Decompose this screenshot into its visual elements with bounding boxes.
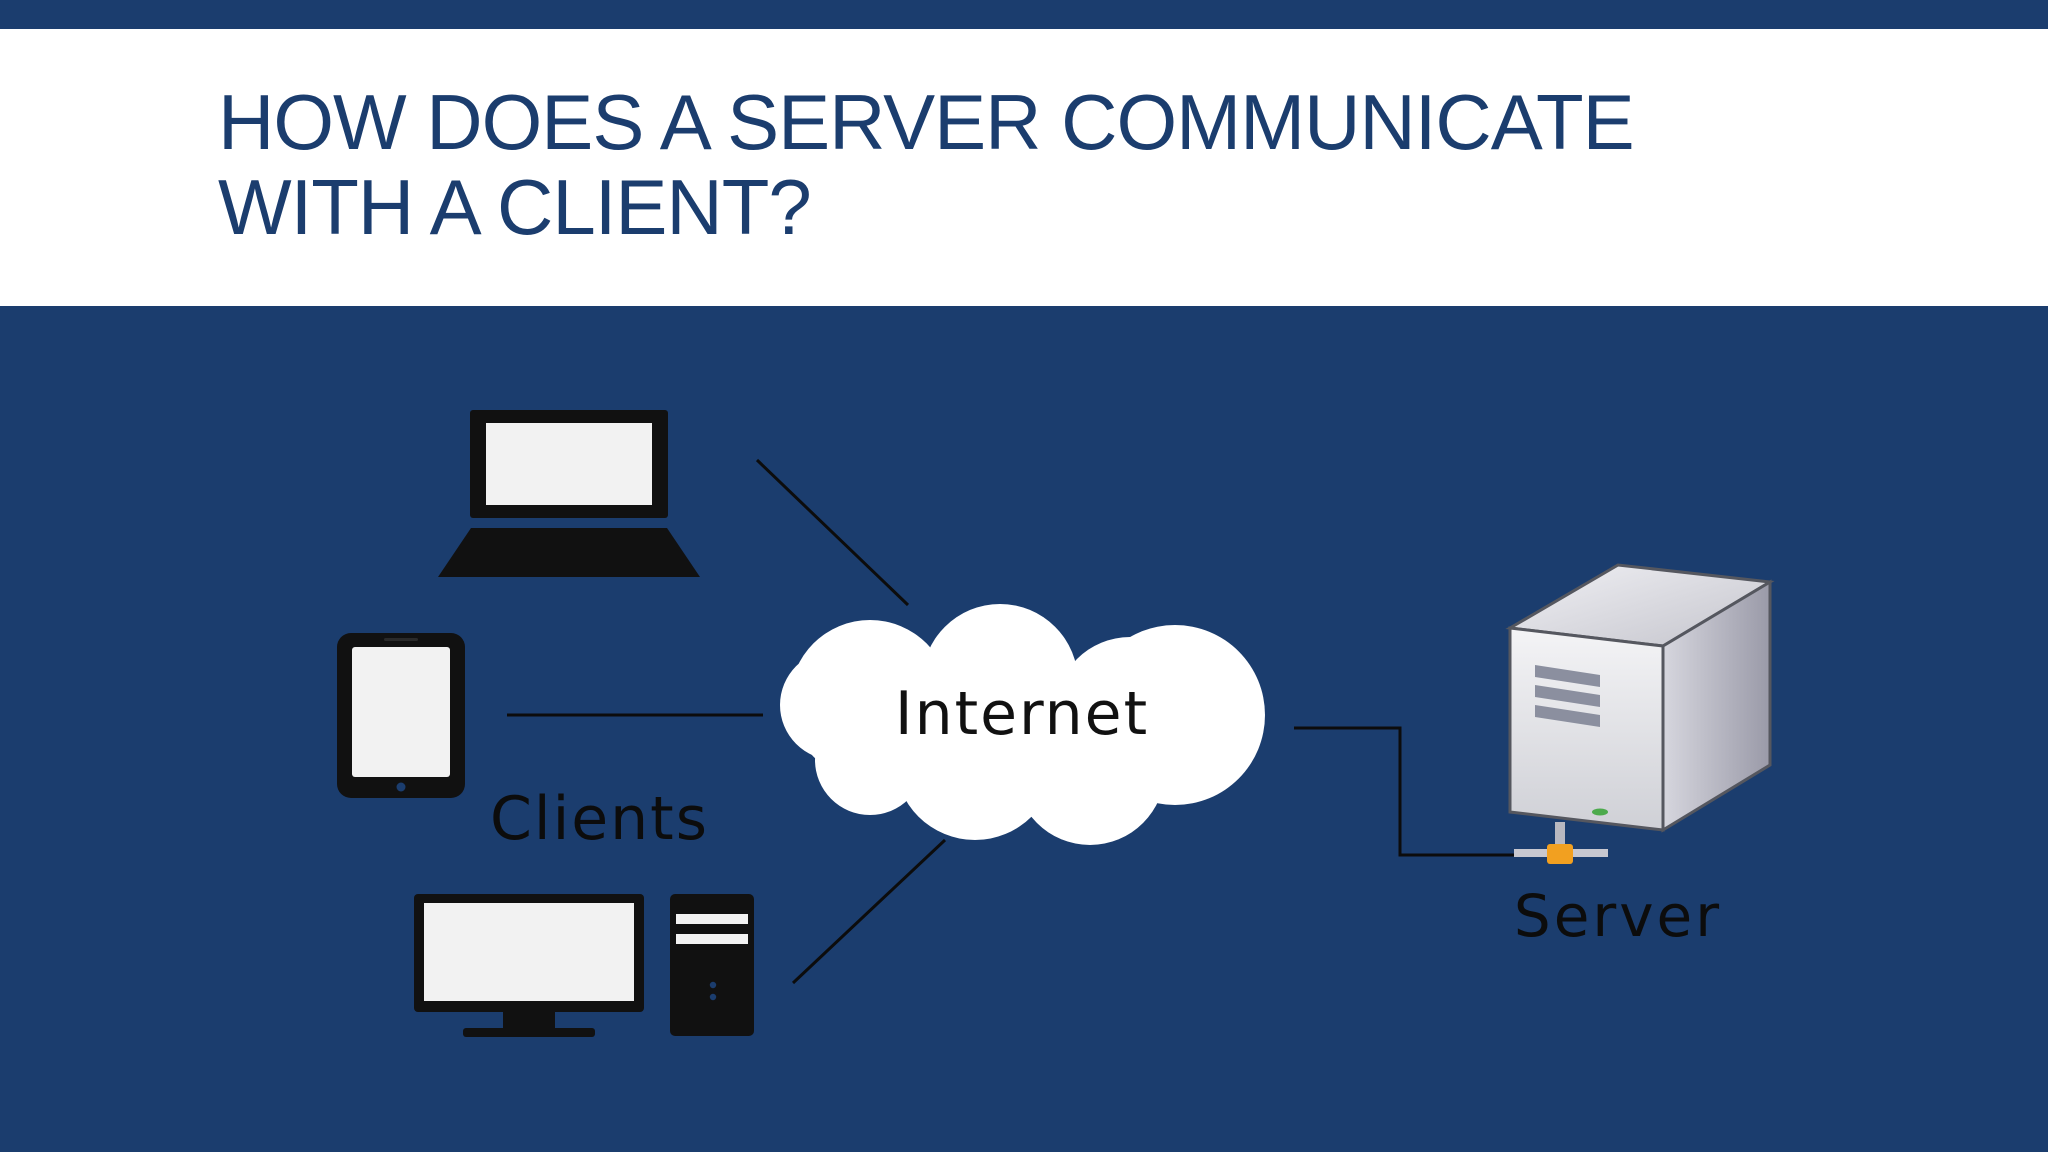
server-label: Server	[1514, 882, 1722, 950]
desktop-connection-line	[791, 838, 947, 985]
server-connection-line	[1294, 726, 1516, 857]
slide-title-line-1: HOW DOES A SERVER COMMUNICATE	[218, 78, 1635, 166]
clients-label: Clients	[490, 784, 709, 854]
top-accent-bar	[0, 0, 2048, 29]
title-band	[0, 29, 2048, 306]
server-tower-icon	[1505, 563, 1775, 864]
internet-label: Internet	[895, 679, 1149, 749]
desktop-computer-icon	[414, 894, 754, 1037]
slide-title-line-2: WITH A CLIENT?	[218, 163, 812, 251]
internet-cloud-icon	[780, 604, 1265, 845]
tablet-icon	[337, 633, 465, 798]
laptop-icon	[438, 410, 700, 577]
laptop-connection-line	[755, 458, 910, 607]
slide-title: HOW DOES A SERVER COMMUNICATE WITH A CLI…	[218, 80, 1718, 250]
